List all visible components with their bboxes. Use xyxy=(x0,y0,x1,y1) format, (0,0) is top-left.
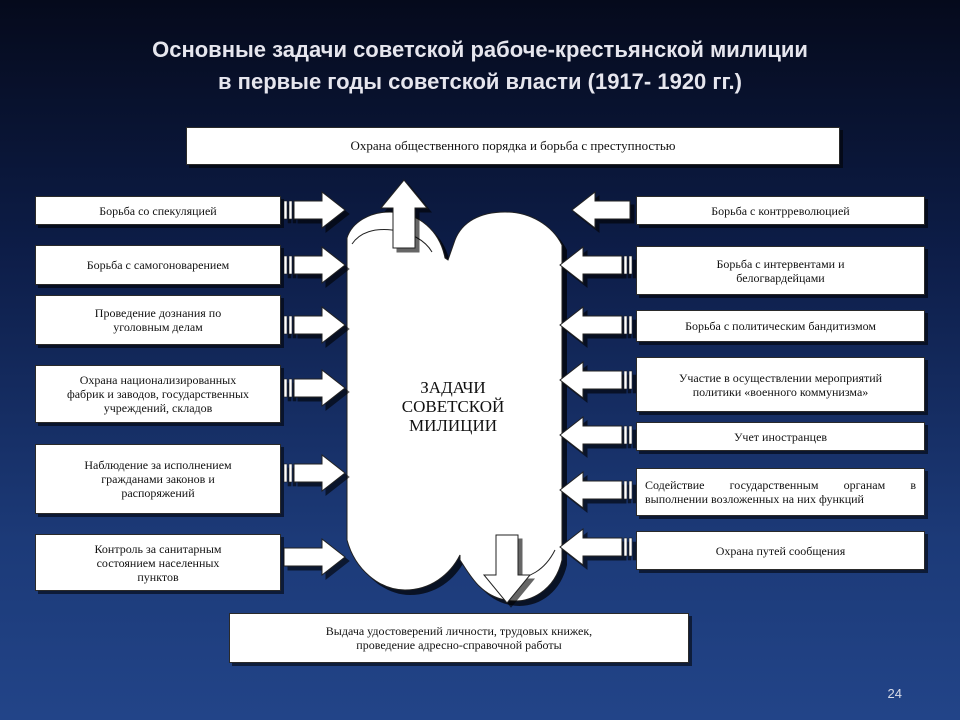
center-label: ЗАДАЧИ СОВЕТСКОЙ МИЛИЦИИ xyxy=(388,378,518,435)
right-task-box: Борьба с контрреволюцией xyxy=(636,196,925,225)
arrow-down-icon xyxy=(482,534,532,604)
arrow-left-icon xyxy=(559,305,633,345)
scroll-shape xyxy=(346,211,567,606)
bottom-task-line-2: проведение адресно-справочной работы xyxy=(356,638,562,652)
right-task-5-line-1: Учет иностранцев xyxy=(733,429,828,444)
left-task-5-line-3: распоряжений xyxy=(121,486,195,500)
right-task-box: Участие в осуществлении мероприятий поли… xyxy=(636,357,925,412)
arrow-left-icon xyxy=(571,190,631,230)
left-task-2-line-1: Борьба с самогоноварением xyxy=(86,258,230,272)
slide-number: 24 xyxy=(887,686,902,701)
right-task-4-line-1: Участие в осуществлении мероприятий xyxy=(678,370,883,385)
bottom-task-box: Выдача удостоверений личности, трудовых … xyxy=(229,613,689,663)
left-task-box: Борьба со спекуляцией xyxy=(35,196,281,225)
left-task-4-line-2: фабрик и заводов, государственных xyxy=(66,387,250,401)
arrow-left-icon xyxy=(559,360,633,400)
right-task-2-line-1: Борьба с интервентами и xyxy=(716,256,845,271)
left-task-5-line-1: Наблюдение за исполнением xyxy=(84,458,232,472)
arrow-up-icon xyxy=(379,179,429,249)
arrow-right-icon xyxy=(283,245,346,285)
bottom-task-line-1: Выдача удостоверений личности, трудовых … xyxy=(325,624,593,638)
right-arrows xyxy=(559,190,633,567)
left-task-6-line-2: состоянием населенных xyxy=(96,555,220,570)
arrow-right-icon xyxy=(283,368,346,408)
top-task-text: Охрана общественного порядка и борьба с … xyxy=(350,138,676,153)
right-task-6-line-2: выполнении возложенных на них функций xyxy=(645,492,864,506)
arrow-left-icon xyxy=(559,527,633,567)
arrow-right-icon xyxy=(283,537,346,577)
right-task-box: Учет иностранцев xyxy=(636,422,925,451)
arrow-right-icon xyxy=(283,190,346,230)
left-task-box: Контроль за санитарным состоянием населе… xyxy=(35,534,281,591)
arrow-right-icon xyxy=(283,453,346,493)
left-task-4-line-1: Охрана национализированных xyxy=(79,373,237,387)
arrow-left-icon xyxy=(559,245,633,285)
left-task-6-line-3: пунктов xyxy=(137,569,179,584)
left-task-6-line-1: Контроль за санитарным xyxy=(94,541,222,556)
right-task-6-line-1: Содействие государственным органам в xyxy=(645,478,916,492)
right-task-box: Борьба с политическим бандитизмом xyxy=(636,310,925,342)
slide-title: Основные задачи советской рабоче-крестья… xyxy=(40,34,920,98)
title-line-1: Основные задачи советской рабоче-крестья… xyxy=(152,37,808,62)
left-task-1-line-1: Борьба со спекуляцией xyxy=(99,203,217,218)
left-task-3-line-1: Проведение дознания по xyxy=(94,306,222,320)
right-task-box: Борьба с интервентами и белогвардейцами xyxy=(636,246,925,295)
left-task-4-line-3: учреждений, складов xyxy=(103,401,213,415)
center-line-2: СОВЕТСКОЙ xyxy=(401,397,505,416)
right-task-3-line-1: Борьба с политическим бандитизмом xyxy=(685,319,876,333)
left-task-box: Наблюдение за исполнением гражданами зак… xyxy=(35,444,281,514)
right-task-7-line-1: Охрана путей сообщения xyxy=(715,543,846,558)
left-task-5-line-2: гражданами законов и xyxy=(101,472,215,486)
title-line-2: в первые годы советской власти (1917- 19… xyxy=(218,69,742,94)
left-arrows xyxy=(283,190,346,577)
right-task-4-line-2: политики «военного коммунизма» xyxy=(692,384,869,399)
arrow-left-icon xyxy=(559,470,633,510)
right-task-box: Содействие государственным органам в вып… xyxy=(636,468,925,516)
left-task-box: Охрана национализированных фабрик и заво… xyxy=(35,365,281,423)
left-task-3-line-2: уголовным делам xyxy=(113,320,203,334)
arrow-left-icon xyxy=(559,415,633,455)
left-task-box: Борьба с самогоноварением xyxy=(35,245,281,285)
center-line-1: ЗАДАЧИ xyxy=(420,378,486,397)
arrow-right-icon xyxy=(283,305,346,345)
right-task-2-line-2: белогвардейцами xyxy=(736,270,825,285)
right-task-box: Охрана путей сообщения xyxy=(636,531,925,570)
right-task-1-line-1: Борьба с контрреволюцией xyxy=(711,203,850,218)
top-task-box: Охрана общественного порядка и борьба с … xyxy=(186,127,840,165)
center-line-3: МИЛИЦИИ xyxy=(408,416,498,435)
left-task-box: Проведение дознания по уголовным делам xyxy=(35,295,281,345)
